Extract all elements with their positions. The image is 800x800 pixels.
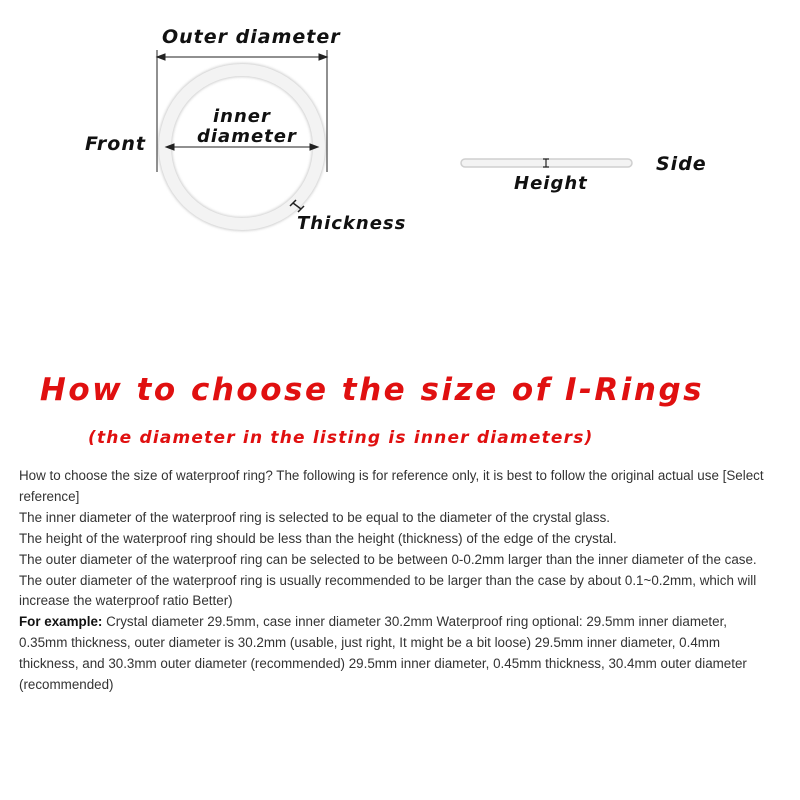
paragraph-recommendation: The outer diameter of the waterproof rin… bbox=[19, 572, 757, 609]
example-text: Crystal diameter 29.5mm, case inner diam… bbox=[19, 614, 747, 693]
inner-diameter-dimension bbox=[164, 143, 320, 151]
inner-diameter-label-line2: diameter bbox=[197, 126, 297, 147]
front-label: Front bbox=[85, 133, 146, 155]
outer-diameter-dimension bbox=[155, 50, 329, 172]
page-subtitle: (the diameter in the listing is inner di… bbox=[88, 428, 594, 448]
thickness-marker bbox=[289, 199, 305, 213]
inner-diameter-label-line1: inner bbox=[213, 106, 271, 127]
paragraph-outer-diameter: The outer diameter of the waterproof rin… bbox=[19, 551, 757, 567]
description-text: How to choose the size of waterproof rin… bbox=[19, 466, 764, 696]
paragraph-example: For example: Crystal diameter 29.5mm, ca… bbox=[19, 612, 764, 696]
side-label: Side bbox=[656, 153, 707, 175]
ring-side-view bbox=[460, 158, 633, 168]
height-label: Height bbox=[514, 173, 588, 194]
paragraph-inner-diameter: The inner diameter of the waterproof rin… bbox=[19, 509, 610, 525]
thickness-label: Thickness bbox=[297, 213, 407, 234]
ring-diagram-graphic bbox=[155, 50, 633, 231]
page-title: How to choose the size of I-Rings bbox=[39, 372, 705, 408]
outer-diameter-label: Outer diameter bbox=[162, 26, 341, 48]
paragraph-intro: How to choose the size of waterproof rin… bbox=[19, 468, 764, 504]
ring-diagram: Outer diameter inner diameter Front Thic… bbox=[0, 0, 800, 260]
paragraph-height: The height of the waterproof ring should… bbox=[19, 530, 617, 546]
example-label: For example: bbox=[19, 614, 103, 630]
